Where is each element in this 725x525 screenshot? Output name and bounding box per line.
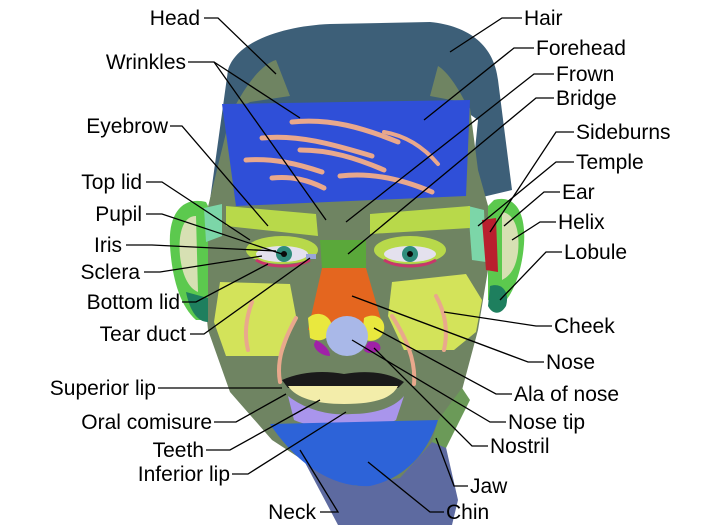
nose-tip-region — [326, 316, 368, 356]
label-hair: Hair — [524, 7, 563, 30]
label-tear-duct: Tear duct — [100, 323, 187, 346]
label-superior-lip: Superior lip — [50, 377, 156, 400]
label-wrinkles: Wrinkles — [106, 51, 186, 74]
label-inferior-lip: Inferior lip — [138, 463, 230, 486]
label-bridge: Bridge — [556, 87, 617, 110]
label-oral-comisure: Oral comisure — [81, 411, 212, 434]
eye-right-pupil — [407, 251, 413, 257]
tear-duct-region — [306, 254, 316, 259]
label-teeth: Teeth — [153, 439, 204, 462]
temple-left-region — [204, 204, 222, 242]
label-sclera: Sclera — [80, 261, 140, 284]
label-nostril: Nostril — [490, 435, 550, 458]
label-nose: Nose — [546, 351, 595, 374]
label-jaw: Jaw — [470, 475, 508, 498]
label-bottom-lid: Bottom lid — [87, 291, 180, 314]
label-temple: Temple — [576, 151, 644, 174]
label-ear: Ear — [562, 181, 595, 204]
label-ala-of-nose: Ala of nose — [514, 383, 619, 406]
label-head: Head — [150, 7, 200, 30]
label-cheek: Cheek — [554, 315, 615, 338]
label-sideburns: Sideburns — [576, 121, 671, 144]
label-nose-tip: Nose tip — [508, 411, 585, 434]
frown-region — [316, 210, 370, 238]
label-chin: Chin — [446, 501, 489, 524]
label-top-lid: Top lid — [81, 171, 142, 194]
label-forehead: Forehead — [536, 37, 626, 60]
label-frown: Frown — [556, 63, 614, 86]
label-pupil: Pupil — [95, 203, 142, 226]
label-lobule: Lobule — [564, 241, 627, 264]
label-neck: Neck — [268, 501, 316, 524]
label-iris: Iris — [94, 234, 122, 257]
cheek-right-region — [388, 274, 482, 350]
label-helix: Helix — [558, 211, 605, 234]
label-eyebrow: Eyebrow — [86, 115, 169, 138]
